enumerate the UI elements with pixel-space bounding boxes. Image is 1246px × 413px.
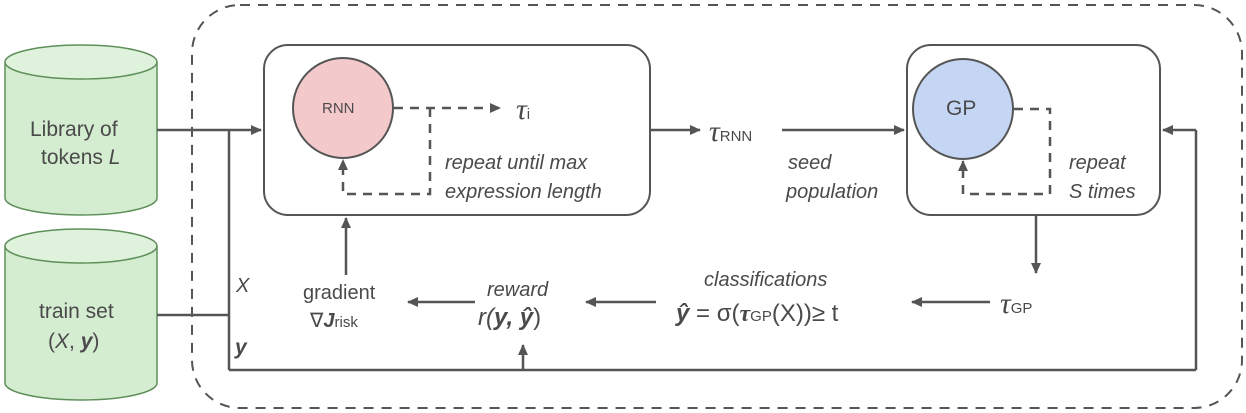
trainset-y: y <box>80 330 93 353</box>
rnn-node <box>292 57 394 159</box>
reward-label: reward <box>487 279 549 301</box>
rnn-node-label: RNN <box>322 100 355 117</box>
gp-box <box>906 44 1161 216</box>
trainset-label-line1: train set <box>39 300 114 323</box>
gp-repeat-label-line2: S times <box>1069 181 1136 203</box>
gradient-label: gradient <box>303 282 376 304</box>
tau-i-sub: i <box>526 106 531 123</box>
class-tau-sub: GP <box>750 308 772 325</box>
trainset-cylinder <box>4 228 158 401</box>
tau-gp-sub: GP <box>1010 300 1033 317</box>
tau-rnn-label: τRNN <box>709 115 752 149</box>
outer-dashed-boundary <box>191 4 1243 409</box>
tau-i-label: τi <box>516 93 530 127</box>
class-yhat: ŷ <box>676 300 690 327</box>
reward-y: y, ŷ <box>493 304 534 331</box>
classifications-label: classifications <box>704 269 828 291</box>
population-label: population <box>786 181 879 203</box>
rnn-repeat-loop <box>338 108 432 196</box>
reward-close: ) <box>533 304 542 331</box>
seed-label: seed <box>788 152 832 174</box>
classifications-expression: ŷ = σ(τGP(X))≥ t <box>676 300 838 328</box>
library-label-text: tokens <box>41 146 109 169</box>
gp-repeat-label-line1: repeat <box>1069 152 1126 174</box>
rnn-loop-label-line1: repeat until max <box>445 152 588 174</box>
library-label-line2: tokens L <box>41 146 120 170</box>
library-label-line1: Library of <box>30 118 118 141</box>
X-input-label: X <box>236 275 250 297</box>
gradient-J: J <box>323 310 335 332</box>
library-var: L <box>108 146 121 169</box>
trainset-label-line2: (X, y) <box>48 330 99 354</box>
tau-gp-symbol: τ <box>1000 287 1011 320</box>
trainset-open: ( <box>48 330 55 353</box>
rnn-loop-label-line2: expression length <box>445 181 602 203</box>
library-cylinder <box>4 44 158 216</box>
gp-node <box>912 58 1014 160</box>
gradient-sub: risk <box>334 314 358 331</box>
class-tau: τ <box>739 301 751 327</box>
gp-node-label: GP <box>946 97 977 120</box>
trainset-comma: , <box>69 330 81 353</box>
reward-r: r( <box>478 304 494 331</box>
trainset-close: ) <box>92 330 100 353</box>
tau-gp-label: τGP <box>1000 287 1032 321</box>
trainset-X: X <box>55 330 70 353</box>
tau-i-symbol: τ <box>516 93 527 126</box>
class-eq: = σ( <box>689 300 740 327</box>
reward-expression: r(y, ŷ) <box>478 304 541 332</box>
y-input-label: y <box>235 336 247 359</box>
tau-rnn-symbol: τ <box>709 115 720 148</box>
gp-repeat-loop <box>958 107 1052 196</box>
gradient-nabla: ∇ <box>310 310 324 332</box>
gradient-expression: ∇Jrisk <box>310 308 358 333</box>
tau-rnn-sub: RNN <box>719 128 753 145</box>
class-rest: (X))≥ t <box>771 300 839 327</box>
